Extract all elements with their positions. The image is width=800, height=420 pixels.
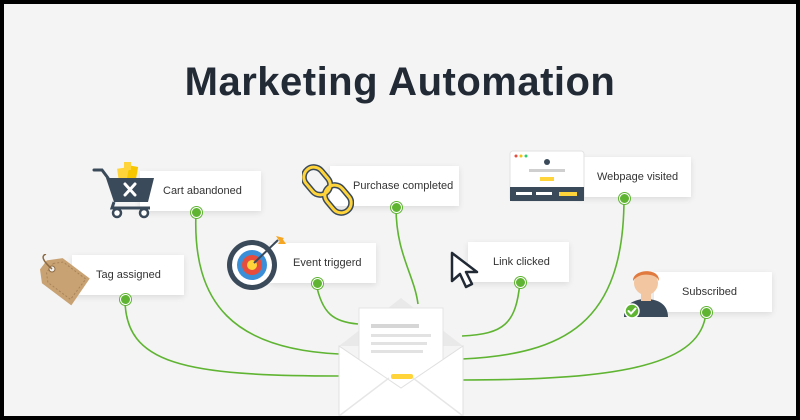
wire-link (461, 281, 521, 337)
trigger-card-subscribed: Subscribed (654, 272, 772, 312)
connector-dot (619, 193, 630, 204)
trigger-label: Event triggerd (293, 257, 362, 269)
connector-dot (120, 294, 131, 305)
connector-dot (312, 278, 323, 289)
browser-window-icon (509, 150, 585, 202)
trigger-label: Link clicked (493, 256, 550, 268)
wire-subscribed (461, 311, 707, 381)
wire-cart (194, 211, 340, 355)
connector-dot (515, 277, 526, 288)
target-icon (227, 236, 286, 290)
mouse-cursor-icon (450, 251, 479, 289)
trigger-label: Subscribed (682, 286, 738, 298)
trigger-label: Webpage visited (597, 171, 679, 183)
chain-link-icon (302, 164, 354, 216)
wire-purchase (395, 206, 419, 305)
trigger-card-event-triggerd: Event triggerd (270, 243, 376, 283)
trigger-label: Cart abandoned (163, 185, 242, 197)
shopping-cart-icon (92, 162, 154, 219)
connection-wires (124, 197, 707, 381)
trigger-card-link-clicked: Link clicked (468, 242, 569, 282)
diagram-title: Marketing Automation (184, 60, 616, 104)
connector-dot (701, 307, 712, 318)
diagram-canvas: Marketing Automation Cart abandoned Purc… (4, 4, 796, 416)
wire-tag (124, 298, 340, 377)
trigger-label: Purchase completed (353, 180, 454, 192)
trigger-card-webpage-visited: Webpage visited (577, 157, 691, 197)
wire-event (315, 282, 359, 325)
price-tag-icon (39, 254, 90, 306)
trigger-label: Tag assigned (96, 269, 161, 281)
envelope-icon (338, 298, 464, 416)
trigger-card-tag-assigned: Tag assigned (72, 255, 184, 295)
connector-dot (191, 207, 202, 218)
connector-dot (391, 202, 402, 213)
trigger-card-purchase-completed: Purchase completed (330, 166, 459, 206)
user-avatar-icon (624, 271, 668, 319)
trigger-card-cart-abandoned: Cart abandoned (140, 171, 261, 211)
wire-webpage (461, 197, 625, 360)
